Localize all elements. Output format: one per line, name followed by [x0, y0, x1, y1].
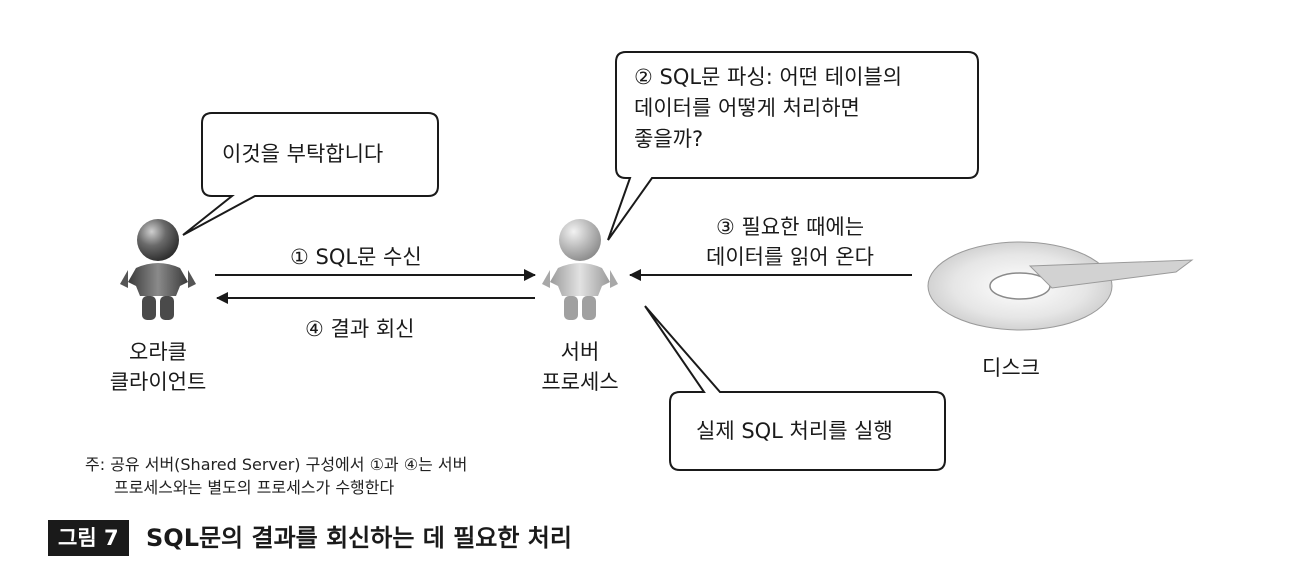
server-person-icon [542, 219, 618, 320]
disk-icon [928, 242, 1192, 330]
read-line-2: 데이터를 읽어 온다 [680, 242, 900, 272]
reply-label: ④ 결과 회신 [305, 314, 414, 344]
client-label: 오라클 클라이언트 [88, 337, 228, 397]
server-line-2: 프로세스 [520, 367, 640, 397]
parse-bubble-text: ② SQL문 파싱: 어떤 테이블의 데이터를 어떻게 처리하면 좋을까? [634, 62, 902, 155]
footnote: 주: 공유 서버(Shared Server) 구성에서 ①과 ④는 서버 프로… [85, 453, 467, 499]
parse-line-3: 좋을까? [634, 124, 902, 155]
parse-line-1: ② SQL문 파싱: 어떤 테이블의 [634, 62, 902, 93]
client-line-1: 오라클 [88, 337, 228, 367]
parse-line-2: 데이터를 어떻게 처리하면 [634, 93, 902, 124]
figure-title: SQL문의 결과를 회신하는 데 필요한 처리 [146, 520, 572, 556]
execute-text: 실제 SQL 처리를 실행 [696, 416, 893, 447]
figure-badge: 그림 7 [48, 520, 129, 556]
note-line-1: 주: 공유 서버(Shared Server) 구성에서 ①과 ④는 서버 [85, 453, 467, 476]
server-line-1: 서버 [520, 337, 640, 367]
disk-label: 디스크 [982, 353, 1040, 383]
server-label: 서버 프로세스 [520, 337, 640, 397]
client-request-bubble [183, 113, 438, 235]
client-line-2: 클라이언트 [88, 367, 228, 397]
receive-label: ① SQL문 수신 [290, 242, 422, 272]
read-line-1: ③ 필요한 때에는 [680, 212, 900, 242]
client-request-text: 이것을 부탁합니다 [222, 139, 383, 170]
note-line-2: 프로세스와는 별도의 프로세스가 수행한다 [85, 476, 467, 499]
read-label: ③ 필요한 때에는 데이터를 읽어 온다 [680, 212, 900, 272]
